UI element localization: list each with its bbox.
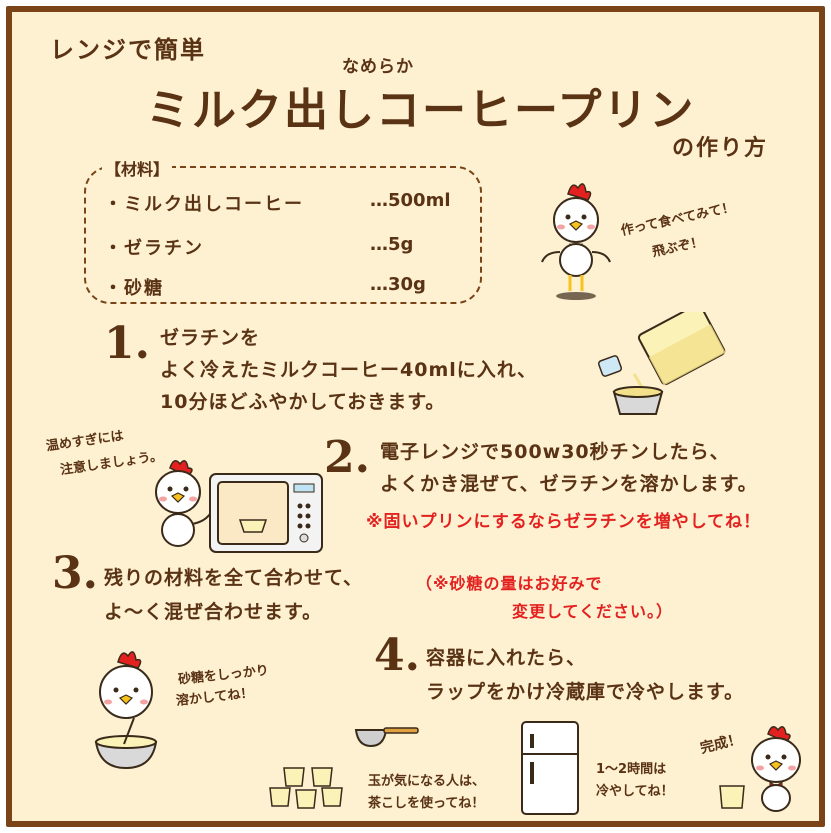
step-note: （※砂糖の量はお好みで bbox=[416, 574, 603, 593]
step-text: よ～く混ぜ合わせます。 bbox=[104, 601, 323, 623]
ingredient-name: ・ミルク出しコーヒー bbox=[104, 194, 304, 215]
step-text: ラップをかけ冷蔵庫で冷やします。 bbox=[426, 681, 745, 703]
step-note: 変更してください。） bbox=[512, 602, 674, 621]
step-note: ※固いプリンにするならゼラチンを増やしてね！ bbox=[366, 512, 762, 532]
refrigerator-icon bbox=[521, 721, 579, 815]
speech-line: 玉が気になる人は、 bbox=[368, 774, 486, 789]
pudding-cups-icon bbox=[269, 767, 343, 809]
speech-line: 作って食べてみて！ bbox=[619, 200, 737, 239]
step-text: よく冷えたミルクコーヒー40mlに入れ、 bbox=[160, 359, 537, 381]
pouring-glass-icon bbox=[597, 312, 726, 415]
step-text: ゼラチンを bbox=[160, 327, 261, 349]
ingredients-heading: 【材料】 bbox=[102, 156, 173, 180]
step-text: 残りの材料を全て合わせて、 bbox=[104, 567, 364, 589]
ingredient-amount: …5g bbox=[370, 234, 414, 255]
title-ruby: なめらか bbox=[342, 57, 414, 77]
chicken-mascot-icon bbox=[541, 183, 611, 300]
speech-line: 1～2時間は bbox=[596, 762, 667, 777]
page-title: ミルク出しコーヒープリン bbox=[146, 85, 696, 136]
ingredients-box bbox=[84, 166, 482, 304]
step-number: 4. bbox=[374, 630, 420, 681]
microwave-icon bbox=[209, 473, 323, 553]
recipe-card: レンジで簡単 なめらか ミルク出しコーヒープリン の作り方 【材料】 ・ミルク出… bbox=[6, 6, 825, 827]
howto-label: の作り方 bbox=[672, 136, 769, 161]
step-number: 2. bbox=[324, 432, 370, 483]
step-text: よくかき混ぜて、ゼラチンを溶かします。 bbox=[380, 473, 758, 495]
ingredient-amount: …500ml bbox=[370, 190, 451, 211]
ingredient-amount: …30g bbox=[370, 274, 426, 295]
chicken-mascot-icon bbox=[94, 651, 158, 770]
step-text: 容器に入れたら、 bbox=[426, 647, 587, 669]
step-number: 1. bbox=[104, 318, 150, 369]
step-number: 3. bbox=[52, 548, 98, 599]
speech-line: 飛ぶぞ！ bbox=[650, 234, 705, 261]
ingredient-name: ・ゼラチン bbox=[104, 238, 204, 259]
subtitle: レンジで簡単 bbox=[50, 36, 206, 64]
chicken-mascot-icon bbox=[719, 726, 801, 812]
ingredient-name: ・砂糖 bbox=[104, 278, 164, 299]
step-text: 10分ほどふやかしておきます。 bbox=[160, 391, 446, 413]
strainer-icon bbox=[354, 727, 419, 748]
chicken-mascot-icon bbox=[155, 460, 211, 547]
step-text: 電子レンジで500w30秒チンしたら、 bbox=[380, 441, 730, 463]
speech-line: 冷やしてね！ bbox=[596, 784, 674, 799]
speech-line: 茶こしを使ってね！ bbox=[368, 796, 485, 811]
